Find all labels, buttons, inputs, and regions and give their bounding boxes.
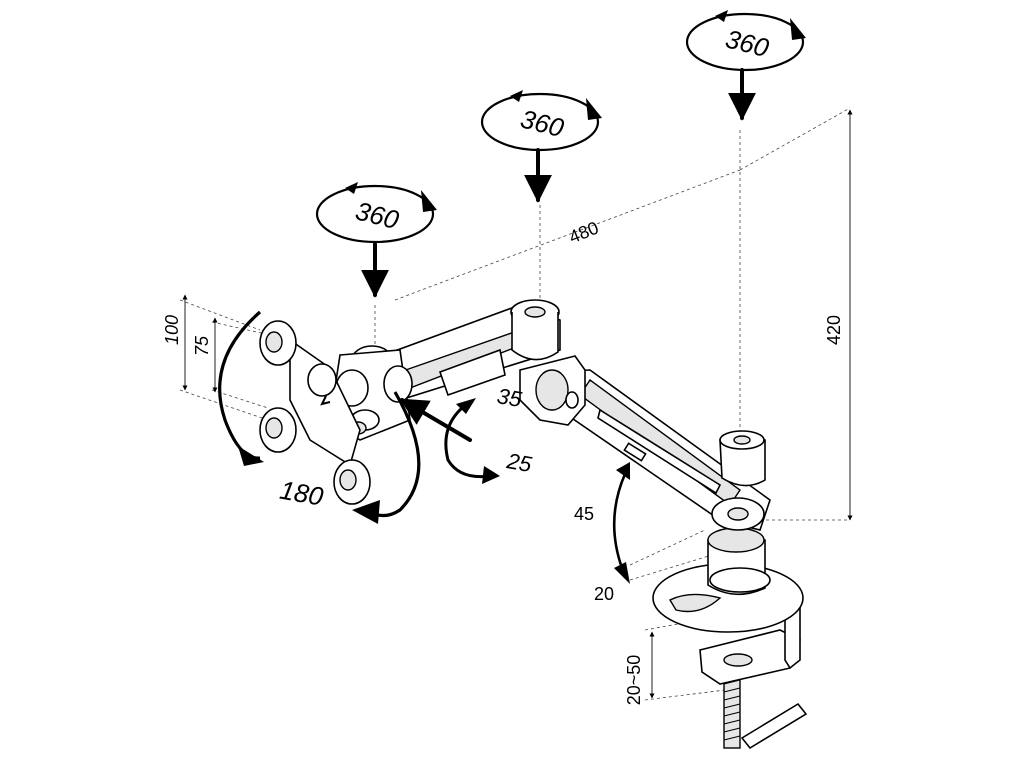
arm-up-label: 45 [574,504,594,524]
arm-length-label: 480 [566,218,601,248]
arm-angle-indicator: 45 20 [574,462,630,604]
tilt-indicator: 35 25 [399,383,534,484]
rotate-180-label: 180 [278,475,326,512]
desk-clamp [652,527,808,750]
rotation-360-left: 360 [315,182,437,298]
rotation-180-indicator: 180 [218,310,421,524]
rotation-top-label: 360 [722,23,772,63]
vesa-dimensions: 100 75 [162,294,218,393]
vesa-100-label: 100 [162,315,182,345]
vesa-75-label: 75 [192,335,212,356]
height-label: 420 [824,315,844,345]
tilt-up-label: 35 [495,383,524,412]
rotation-left-label: 360 [352,195,402,235]
vesa-plate [259,320,371,505]
dimension-guides [179,107,851,701]
height-dimension: 420 [824,109,853,521]
rotation-360-top: 360 [685,10,806,121]
elbow-joint [519,355,586,426]
rotation-360-mid: 360 [480,90,602,203]
rotation-mid-label: 360 [517,103,567,143]
tilt-down-label: 25 [504,448,534,477]
arm-down-label: 20 [594,584,614,604]
clamp-dimension: 20~50 [624,631,655,706]
lower-arm [538,369,771,531]
clamp-range-label: 20~50 [624,655,644,706]
